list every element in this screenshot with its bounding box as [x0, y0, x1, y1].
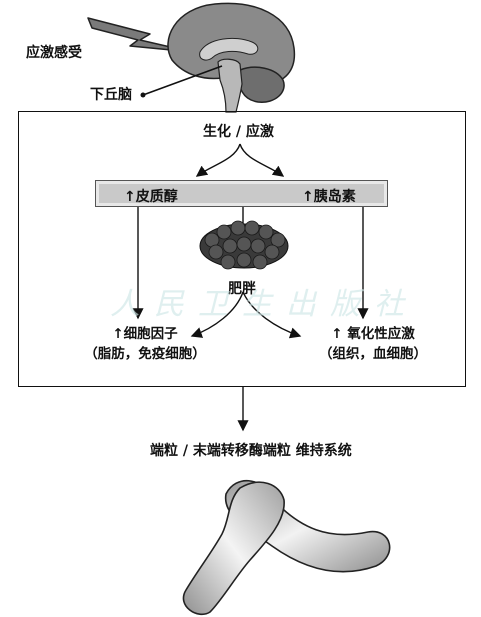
hypothalamus-pointer — [142, 65, 223, 96]
watermark-text: 人民卫生出版社 — [110, 287, 418, 322]
obesity-label: 肥胖 — [228, 281, 256, 297]
oxidative-source-label: （组织，血细胞） — [319, 346, 427, 362]
insulin-label: ↑胰岛素 — [302, 189, 356, 205]
arrow-to-insulin — [239, 143, 285, 177]
oxidative-stress-label: ↑ 氧化性应激 — [331, 326, 415, 342]
stress-pathway-box — [18, 111, 466, 387]
cortisol-label: ↑皮质醇 — [124, 189, 178, 205]
cytokines-source-label: （脂肪，免疫细胞） — [84, 346, 206, 362]
stress-perception-label: 应激感受 — [26, 45, 82, 61]
hormone-bar: ↑皮质醇 ↑胰岛素 — [95, 180, 388, 207]
fat-cells-icon — [199, 220, 289, 270]
lightning-icon — [87, 17, 193, 53]
arrow-obesity-to-oxidative — [242, 291, 302, 339]
arrow-to-cortisol — [195, 143, 241, 177]
chromosome-icon — [182, 479, 391, 615]
telomere-system-label: 端粒 / 末端转移酶端粒 维持系统 — [150, 443, 352, 459]
brain-icon — [167, 2, 296, 113]
hypothalamus-label: 下丘脑 — [90, 87, 132, 103]
arrow-obesity-to-cytokines — [190, 291, 244, 338]
cytokines-label: ↑细胞因子 — [112, 326, 178, 342]
biochemical-stress-label: 生化 / 应激 — [203, 124, 274, 140]
